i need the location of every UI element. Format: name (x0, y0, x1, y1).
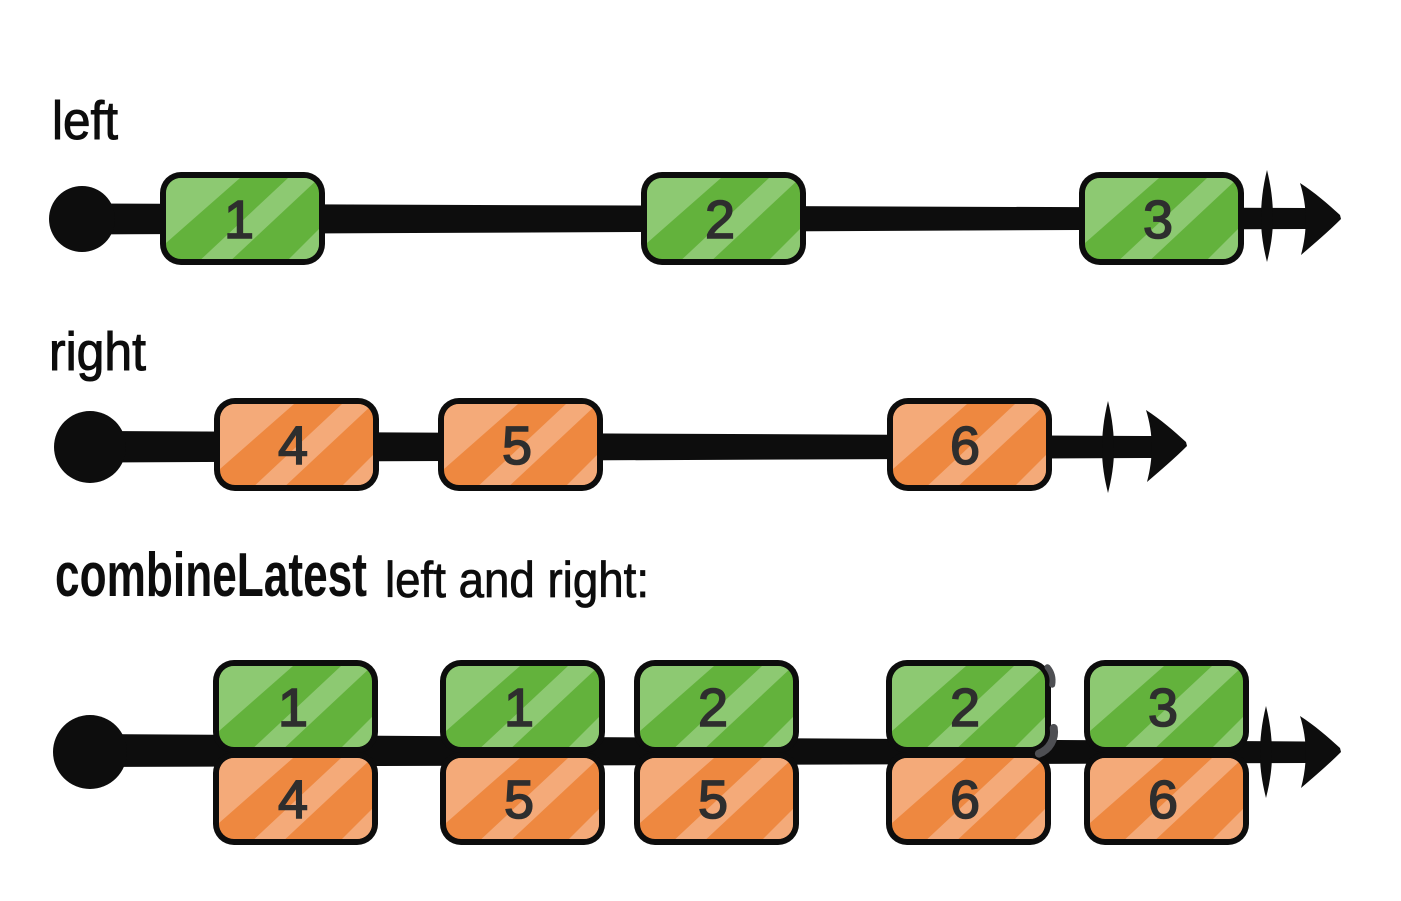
svg-text:6: 6 (950, 770, 980, 830)
svg-text:5: 5 (698, 770, 728, 830)
svg-text:right: right (49, 322, 146, 382)
svg-text:4: 4 (278, 770, 308, 830)
svg-text:3: 3 (1148, 678, 1178, 738)
svg-text:2: 2 (705, 190, 735, 250)
svg-text:1: 1 (278, 678, 308, 738)
svg-text:combineLatest: combineLatest (55, 541, 367, 610)
svg-text:6: 6 (950, 416, 980, 476)
svg-text:left and right:: left and right: (385, 552, 649, 608)
svg-text:5: 5 (502, 416, 532, 476)
svg-text:6: 6 (1148, 770, 1178, 830)
svg-text:1: 1 (224, 190, 254, 250)
svg-text:1: 1 (504, 678, 534, 738)
svg-text:2: 2 (950, 678, 980, 738)
svg-text:left: left (52, 91, 118, 151)
svg-text:2: 2 (698, 678, 728, 738)
svg-text:4: 4 (278, 416, 308, 476)
svg-text:5: 5 (504, 770, 534, 830)
svg-text:3: 3 (1143, 190, 1173, 250)
